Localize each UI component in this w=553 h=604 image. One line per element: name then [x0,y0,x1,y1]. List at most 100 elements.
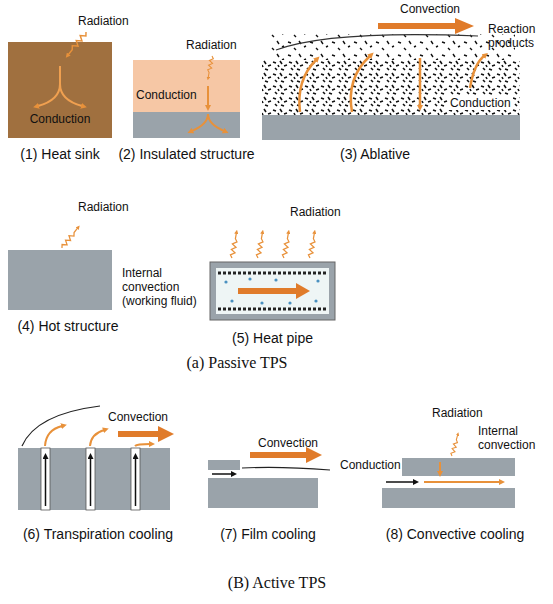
radiation-label: Radiation [78,14,129,28]
radiation-label: Radiation [78,200,129,214]
ablative-part [270,34,515,60]
heat-pipe-figure [210,233,335,320]
heat-sink-block: Conduction(1) Heat sink [8,42,112,138]
insulated-structure-part [206,56,213,78]
transpiration-part [22,406,100,446]
hot-structure-part [60,227,79,249]
convective-cooling-part [439,462,441,472]
ablative-part [262,115,520,140]
conduction-label: Conduction [340,458,401,472]
transpiration-part [41,448,50,510]
radiation-label: Radiation [432,406,483,420]
figure-caption: (3) Ablative [246,146,504,162]
internal-convection-label: Internal convection (working fluid) [122,266,208,308]
transpiration-figure [18,406,174,510]
heat-sink-part [59,66,61,84]
group-caption: (B) Active TPS [177,574,377,592]
ablative-part [378,18,474,34]
heat-pipe-part [288,301,291,304]
heat-pipe-part [256,233,265,259]
hot-structure-block: (4) Hot structure [8,250,112,310]
convective-cooling-part [386,481,414,483]
heat-pipe-part [308,233,317,259]
heat-sink-part [66,31,88,57]
hot-structure-part [8,250,112,310]
figure-caption: (4) Hot structure [0,318,160,334]
radiation-label: Radiation [290,205,341,219]
transpiration-part [118,426,174,442]
heat-pipe-part [210,262,335,320]
convective-cooling-block: (8) Convective cooling [382,458,515,508]
hot-structure-figure [8,227,112,310]
film-cooling-figure [208,447,330,508]
transpiration-block: (6) Transpiration cooling [18,448,170,510]
figure-caption: (8) Convective cooling [342,526,553,542]
film-cooling-part [208,478,318,508]
transpiration-part [18,448,170,510]
insulated-structure-part [208,114,224,131]
insulated-structure-part [192,114,208,131]
heat-pipe-part [218,272,327,275]
heat-pipe-block: (5) Heat pipe [210,262,335,320]
convective-cooling-part [424,481,500,483]
film-cooling-block: (7) Film cooling [208,460,318,508]
insulated-structure-figure [133,56,240,138]
heat-pipe-part [316,279,319,282]
convection-label: Convection [108,410,168,424]
ablative-part [419,58,422,106]
heat-pipe-part [314,299,317,302]
heat-pipe-part [230,233,239,259]
heat-pipe-part [238,283,310,299]
figure-caption: (6) Transpiration cooling [0,526,208,542]
transpiration-part [90,458,92,506]
heat-sink-figure [8,31,112,138]
transpiration-part [90,430,104,446]
transpiration-part [45,426,62,446]
transpiration-part [86,448,95,510]
film-cooling-part [208,460,240,470]
group-caption: (a) Passive TPS [137,354,337,372]
figure-caption: (7) Film cooling [168,526,368,542]
film-cooling-part [212,473,232,475]
ablative-part [470,56,484,88]
heat-sink-part [8,42,112,138]
insulated-structure-part [133,60,240,112]
ablative-figure [262,18,520,140]
heat-sink-part [60,84,82,106]
heat-pipe-part [274,278,277,281]
transpiration-part [131,448,140,510]
radiation-label: Radiation [186,38,237,52]
conduction-label: Conduction [136,88,206,102]
figure-caption: (5) Heat pipe [170,330,375,346]
conduction-label: Conduction [448,96,513,110]
insulated-structure-part [207,86,209,106]
ablative-part [262,60,520,115]
transpiration-part [45,458,47,506]
convective-cooling-part [382,488,515,508]
heat-pipe-part [282,233,291,259]
convection-label: Convection [400,2,460,16]
insulated-structure-block: Conduction(2) Insulated structure [133,60,240,138]
heat-pipe-part [248,277,251,280]
reaction-products-label: Reaction products [488,22,548,50]
ablative-part [276,35,478,50]
heat-pipe-part [218,308,327,311]
ablative-part [299,60,316,112]
convection-label: Convection [258,436,318,450]
insulated-structure-part [133,112,240,138]
convective-cooling-part [402,458,515,476]
transpiration-part [135,444,150,446]
figure-caption: (2) Insulated structure [93,146,280,162]
conduction-label: Conduction [8,112,112,126]
heat-pipe-part [260,301,263,304]
heat-pipe-part [224,280,227,283]
ablative-block: Conduction(3) Ablative [262,34,520,140]
ablative-part [351,56,370,112]
heat-pipe-part [230,299,233,302]
transpiration-part [135,458,137,506]
film-cooling-part [242,467,330,470]
heat-pipe-part [216,268,329,314]
heat-sink-part [38,84,60,106]
